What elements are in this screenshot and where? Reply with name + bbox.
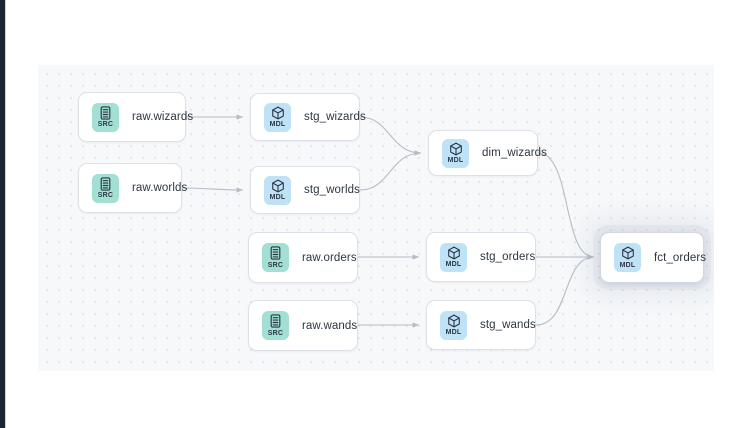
left-nav-rail: [0, 0, 5, 428]
source-badge: SRC: [92, 173, 119, 203]
badge-label: MDL: [445, 261, 462, 269]
badge-label: MDL: [269, 121, 286, 129]
model-badge: MDL: [440, 242, 467, 272]
node-fct_orders[interactable]: MDL fct_orders: [600, 232, 707, 283]
edge-stg-wands-to-fct-orders: [535, 254, 595, 326]
database-icon: [270, 246, 281, 260]
badge-label: SRC: [97, 121, 114, 129]
badge-label: MDL: [619, 261, 636, 269]
node-label: dim_wizards: [482, 147, 548, 159]
badge-label: MDL: [447, 157, 464, 165]
cube-icon: [271, 179, 284, 193]
node-stg_orders[interactable]: MDL stg_orders: [426, 232, 536, 282]
node-label: raw.worlds: [132, 182, 188, 194]
node-label: fct_orders: [654, 251, 707, 264]
badge-label: MDL: [445, 329, 462, 337]
node-stg_wizards[interactable]: MDL stg_wizards: [250, 93, 366, 141]
node-label: stg_worlds: [304, 184, 360, 196]
node-stg_wands[interactable]: MDL stg_wands: [426, 300, 536, 350]
edge-stg-worlds-to-dim-wizards: [359, 150, 422, 191]
database-icon: [270, 314, 281, 328]
cube-icon: [447, 246, 460, 260]
badge-label: SRC: [267, 261, 284, 269]
node-label: raw.wands: [302, 319, 358, 332]
badge-label: SRC: [97, 192, 114, 200]
node-label: raw.orders: [302, 251, 357, 264]
cube-icon: [447, 314, 460, 328]
source-badge: SRC: [92, 102, 119, 132]
cube-icon: [449, 142, 462, 156]
source-badge: SRC: [262, 311, 289, 340]
model-badge: MDL: [442, 138, 469, 168]
node-stg_worlds[interactable]: MDL stg_worlds: [250, 166, 360, 214]
badge-label: SRC: [267, 329, 284, 337]
model-badge: MDL: [440, 310, 467, 340]
node-raw_wizards[interactable]: SRC raw.wizards: [78, 92, 193, 142]
node-raw_wands[interactable]: SRC raw.wands: [248, 300, 358, 351]
node-label: raw.wizards: [132, 111, 194, 123]
node-label: stg_wands: [480, 319, 536, 331]
node-raw_worlds[interactable]: SRC raw.worlds: [78, 163, 187, 213]
edge-stg-wizards-to-dim-wizards: [359, 116, 422, 156]
cube-icon: [271, 106, 284, 120]
node-raw_orders[interactable]: SRC raw.orders: [248, 232, 358, 283]
model-badge: MDL: [614, 243, 641, 272]
source-badge: SRC: [262, 243, 289, 272]
node-dim_wizards[interactable]: MDL dim_wizards: [428, 130, 547, 176]
node-label: stg_wizards: [304, 111, 366, 123]
edge-raw-worlds-to-stg-worlds: [181, 187, 244, 193]
badge-label: MDL: [269, 194, 286, 202]
database-icon: [100, 177, 111, 191]
database-icon: [100, 106, 111, 120]
node-label: stg_orders: [480, 251, 536, 263]
rail-divider: [5, 0, 6, 428]
model-badge: MDL: [264, 175, 291, 205]
cube-icon: [621, 246, 634, 260]
model-badge: MDL: [264, 102, 291, 132]
edge-dim-wizards-to-fct-orders: [537, 152, 595, 260]
